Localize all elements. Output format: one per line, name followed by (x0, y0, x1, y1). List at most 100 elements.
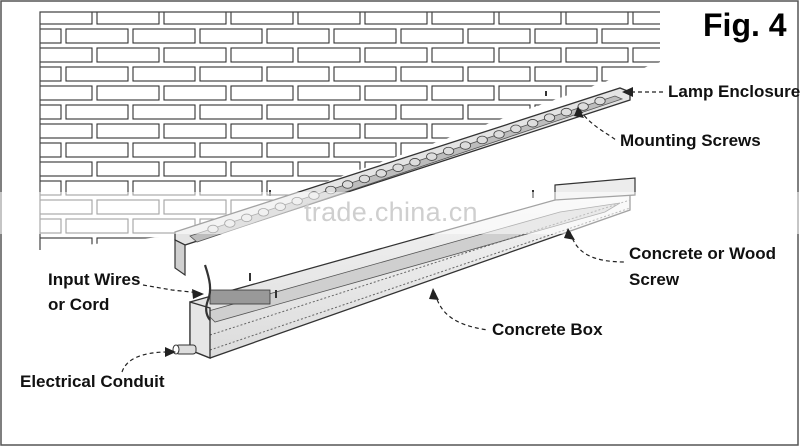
brick (364, 123, 428, 139)
led-hole (442, 146, 455, 156)
brick (669, 105, 731, 119)
brick (333, 28, 397, 44)
brick (565, 237, 629, 250)
brick (40, 161, 93, 177)
brick (467, 104, 531, 120)
brick (601, 28, 660, 44)
brick (400, 28, 464, 44)
brick (65, 104, 129, 120)
brick (364, 12, 428, 25)
brick (266, 66, 330, 82)
brick (364, 85, 428, 101)
brick (163, 161, 227, 177)
label-lamp-enclosure: Lamp Enclosure (668, 82, 800, 101)
brick (230, 161, 294, 177)
figure-title: Fig. 4 (703, 7, 787, 43)
brick (199, 142, 263, 158)
brick (400, 104, 464, 120)
brick (230, 85, 294, 101)
brick (40, 123, 93, 139)
brick (40, 12, 93, 25)
brick (96, 123, 160, 139)
brick (200, 257, 262, 271)
brick (535, 257, 597, 271)
brick (65, 66, 129, 82)
brick (40, 180, 62, 196)
led-hole (493, 130, 505, 139)
brick (534, 142, 598, 158)
led-hole (459, 141, 471, 150)
brick (333, 66, 397, 82)
label-input-wires-line1: Input Wires (48, 270, 141, 289)
watermark-text: trade.china.cn (304, 197, 478, 227)
brick (565, 123, 629, 139)
brick (40, 142, 62, 158)
brick (132, 28, 196, 44)
label-concrete-or-wood-screw-line1: Concrete or Wood (629, 244, 777, 263)
brick (96, 47, 160, 63)
brick (163, 12, 227, 25)
brick (632, 47, 660, 63)
label-concrete-box: Concrete Box (492, 320, 603, 339)
brick (199, 66, 263, 82)
brick (230, 237, 294, 250)
brick (669, 67, 731, 81)
brick (40, 85, 93, 101)
brick (431, 12, 495, 25)
led-hole (527, 119, 539, 128)
brick (266, 142, 330, 158)
brick (498, 12, 562, 25)
brick (40, 28, 62, 44)
led-hole (476, 135, 488, 145)
label-mounting-screws: Mounting Screws (620, 131, 761, 150)
brick (40, 66, 62, 82)
watermark-band (0, 192, 800, 234)
brick (297, 161, 361, 177)
brick (230, 12, 294, 25)
brick (632, 161, 660, 177)
brick (498, 85, 562, 101)
input-wire (203, 264, 212, 321)
brick (467, 28, 531, 44)
brick (132, 142, 196, 158)
brick (266, 28, 330, 44)
brick (199, 104, 263, 120)
brick (467, 66, 531, 82)
brick (333, 104, 397, 120)
brick (498, 47, 562, 63)
led-hole (342, 180, 354, 189)
brick (364, 47, 428, 63)
brick (431, 47, 495, 63)
led-hole (392, 163, 404, 172)
brick (96, 85, 160, 101)
led-hole (375, 169, 387, 178)
brick (297, 47, 361, 63)
brick (66, 257, 128, 271)
brick (230, 123, 294, 139)
led-hole (510, 124, 522, 134)
brick (132, 104, 196, 120)
brick (266, 104, 330, 120)
brick (96, 12, 160, 25)
label-input-wires-line2: or Cord (48, 295, 110, 314)
led-hole (543, 113, 556, 122)
brick (297, 237, 361, 250)
brick (163, 85, 227, 101)
brick (632, 12, 660, 25)
brick (400, 66, 464, 82)
brick (65, 28, 129, 44)
brick (534, 28, 598, 44)
brick (534, 66, 598, 82)
brick (40, 104, 62, 120)
brick (297, 12, 361, 25)
brick (431, 85, 495, 101)
wall-outline (39, 11, 660, 250)
led-hole (409, 158, 421, 167)
brick (132, 66, 196, 82)
brick (96, 161, 160, 177)
brick (333, 142, 397, 158)
led-hole (358, 174, 371, 184)
brick (133, 257, 195, 271)
